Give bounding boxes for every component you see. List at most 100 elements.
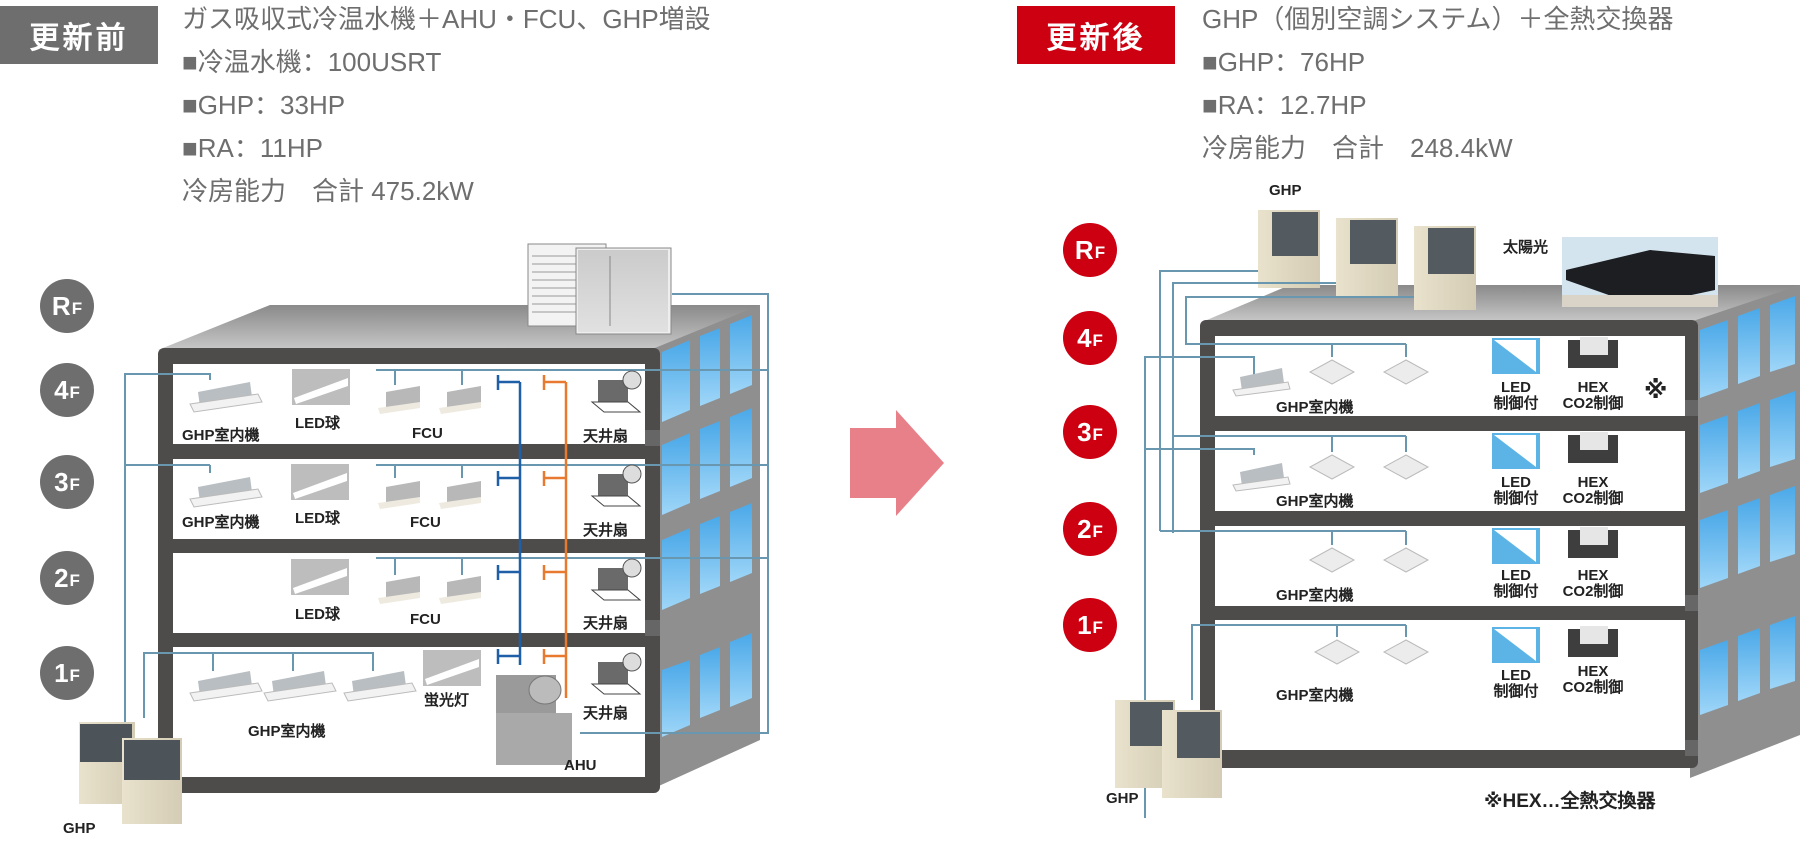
before-summary: ガス吸収式冷温水機＋AHU・FCU、GHP増設 ■冷温水機：100USRT ■G…: [182, 0, 711, 213]
label-fan-3f: 天井扇: [583, 522, 629, 539]
after-summary: GHP（個別空調システム）＋全熱交換器 ■GHP：76HP ■RA：12.7HP…: [1202, 0, 1674, 170]
floor-suffix: F: [69, 383, 80, 402]
before-ra-spec: ■RA：11HP: [182, 133, 323, 163]
label-after-ghp-indoor-4f: GHP室内機: [1276, 399, 1354, 416]
led-line1: LED: [1501, 667, 1531, 684]
floor-suffix: F: [1092, 331, 1103, 350]
label-led-3f: LED球: [295, 510, 341, 527]
led-line1: LED: [1501, 567, 1531, 584]
before-chiller-spec: ■冷温水機：100USRT: [182, 47, 442, 77]
footnote-hex: ※HEX…全熱交換器: [1484, 791, 1656, 812]
led-line2: 制御付: [1493, 395, 1539, 412]
after-windows: [1700, 296, 1795, 715]
label-ghp-outdoor: GHP: [63, 820, 96, 837]
before-pipes-chilled: [496, 375, 522, 665]
led-light-icon: [291, 369, 481, 686]
floor-suffix: F: [1094, 243, 1106, 262]
label-led-2f: LED球: [295, 606, 341, 623]
after-badge: 更新後: [1017, 6, 1175, 64]
floor-num: 1: [54, 657, 69, 688]
label-ahu: AHU: [564, 757, 597, 774]
floor-num: 3: [54, 466, 69, 497]
hex-unit-icons: [1568, 337, 1618, 657]
before-ghp-spec: ■GHP：33HP: [182, 90, 346, 120]
after-title: GHP（個別空調システム）＋全熱交換器: [1202, 4, 1674, 34]
before-capacity: 冷房能力 合計 475.2kW: [182, 176, 474, 206]
floor-suffix: F: [69, 475, 80, 494]
before-pipes: [124, 293, 769, 734]
led-line1: LED: [1501, 474, 1531, 491]
label-fcu-2f: FCU: [410, 611, 441, 628]
led-line2: 制御付: [1493, 490, 1539, 507]
floor-num: 2: [1077, 513, 1092, 544]
fcu-icon: [378, 386, 481, 604]
label-fan-2f: 天井扇: [583, 615, 629, 632]
ceiling-fan-icon: [590, 370, 642, 695]
label-after-ghp-indoor-2f: GHP室内機: [1276, 587, 1354, 604]
before-ghp-outdoor-icon: [79, 722, 182, 824]
label-led-4f: LED球: [295, 415, 341, 432]
ahu-icon: [496, 675, 572, 765]
floor-suffix: F: [71, 299, 83, 318]
solar-panel-image: [1562, 237, 1718, 307]
hex-line1: HEX: [1577, 474, 1609, 491]
before-pipes-hot: [542, 375, 568, 698]
hex-line1: HEX: [1577, 379, 1609, 396]
label-fluorescent-1f: 蛍光灯: [424, 692, 470, 709]
after-ghp-ground-icon: [1115, 700, 1222, 798]
before-building: [79, 243, 769, 824]
cassette-unit-icons: [1308, 359, 1430, 665]
label-after-ghp-indoor-1f: GHP室内機: [1276, 687, 1354, 704]
label-after-ghp-indoor-3f: GHP室内機: [1276, 493, 1354, 510]
led-controlled-icons: [1492, 338, 1540, 663]
floor-num: R: [51, 290, 71, 321]
floor-suffix: F: [1092, 522, 1103, 541]
after-ghp-indoor-icons: [1232, 368, 1291, 492]
after-ghp-spec: ■GHP：76HP: [1202, 47, 1366, 77]
led-line2: 制御付: [1493, 583, 1539, 600]
after-capacity: 冷房能力 合計 248.4kW: [1202, 133, 1513, 163]
after-pipes: [1144, 270, 1414, 818]
floor-suffix: F: [1092, 425, 1103, 444]
after-ra-spec: ■RA：12.7HP: [1202, 90, 1367, 120]
label-fan-4f: 天井扇: [583, 428, 629, 445]
hex-line2: CO2制御: [1562, 679, 1624, 696]
floor-suffix: F: [69, 571, 80, 590]
floor-num: 4: [1077, 322, 1092, 353]
before-title: ガス吸収式冷温水機＋AHU・FCU、GHP増設: [182, 4, 711, 34]
floor-suffix: F: [69, 666, 80, 685]
label-fcu-3f: FCU: [410, 514, 441, 531]
after-building: [1115, 210, 1800, 818]
hex-line2: CO2制御: [1562, 583, 1624, 600]
before-windows: [662, 315, 752, 737]
label-fcu-4f: FCU: [412, 425, 443, 442]
floor-suffix: F: [1092, 618, 1103, 637]
led-line2: 制御付: [1493, 683, 1539, 700]
floor-num: 3: [1077, 416, 1092, 447]
hex-line1: HEX: [1577, 663, 1609, 680]
label-ghp-indoor-3f: GHP室内機: [182, 514, 260, 531]
led-line1: LED: [1501, 379, 1531, 396]
label-ghp-indoor-1f: GHP室内機: [248, 723, 326, 740]
hex-line2: CO2制御: [1562, 395, 1624, 412]
after-ghp-roof-icon: [1258, 210, 1476, 310]
